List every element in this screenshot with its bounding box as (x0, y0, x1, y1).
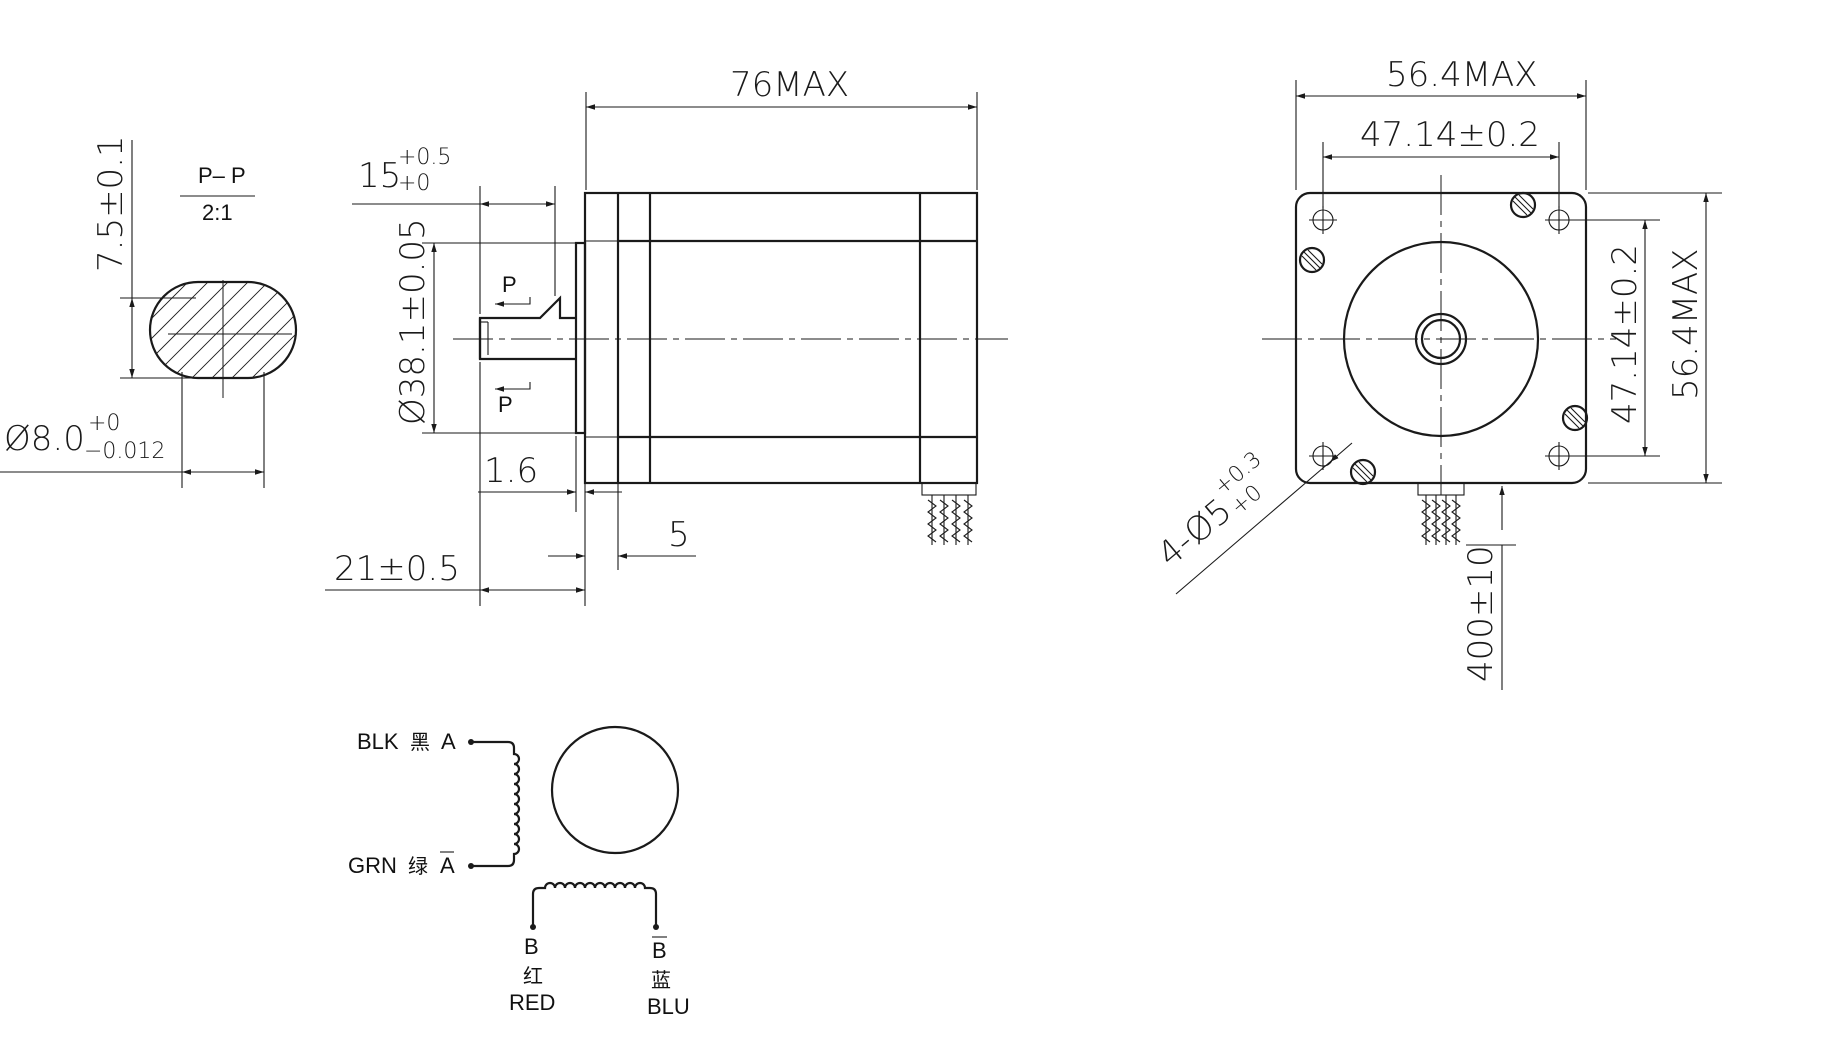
wire-b-minus-color: BLU (647, 994, 690, 1019)
wire-a-plus-phase: A (441, 729, 456, 754)
dim-pilot-depth: 1.6 (484, 451, 538, 491)
dim-flat-length: 15 (358, 156, 401, 196)
section-view-pp: P– P 2:1 7.5±0.1 Ø8.0 +0 (0, 135, 298, 488)
shaft-circle-outer (1414, 312, 1468, 366)
side-view: 76MAX 15 +0.5 +0 Ø38.1±0.05 P P 1.6 5 (325, 65, 1008, 606)
shaft-section-outline (148, 280, 298, 380)
screw-heads (1298, 191, 1589, 486)
wire-a-minus-cn: 绿 (408, 854, 428, 878)
coil-a (471, 740, 521, 868)
section-scale: 2:1 (202, 200, 233, 225)
dim-shaft-tol-upper: +0 (88, 411, 120, 436)
pilot-circle (1342, 240, 1540, 438)
dim-flange-width: 56.4MAX (1386, 55, 1538, 95)
dim-shaft-tol-lower: −0.012 (84, 439, 165, 464)
front-view: 56.4MAX 47.14±0.2 47.14±0.2 56.4MAX 4-Ø5… (1150, 55, 1722, 690)
dim-body-length: 76MAX (730, 65, 849, 105)
dim-hole-spacing-v: 47.14±0.2 (1605, 244, 1645, 424)
dim-hole-spacing-h: 47.14±0.2 (1360, 115, 1540, 155)
wire-b-minus-cn: 蓝 (651, 968, 671, 992)
coil-b (531, 881, 658, 927)
dim-flat-length-tol-upper: +0.5 (398, 145, 451, 170)
dim-flat-width: 7.5±0.1 (91, 135, 131, 272)
wire-b-plus-phase: B (524, 934, 539, 959)
wire-b-plus-color: RED (509, 990, 555, 1015)
section-mark-top: P (502, 272, 517, 297)
dim-mounting-holes: 4-Ø5 (1150, 491, 1239, 575)
dim-shaft-length: 21±0.5 (334, 549, 460, 589)
dim-lead-length: 400±10 (1461, 545, 1501, 682)
section-hatching (150, 282, 296, 378)
dim-flange-height: 56.4MAX (1666, 248, 1706, 400)
wire-a-plus-cn: 黑 (410, 730, 430, 754)
dim-flange-thickness: 5 (668, 515, 690, 555)
section-mark-bottom: P (498, 392, 513, 417)
lead-wires-side (921, 482, 977, 545)
wire-a-minus-phase: A (440, 853, 455, 878)
shaft-circle-inner (1420, 318, 1462, 360)
section-title: P– P (198, 163, 246, 188)
wiring-diagram: BLK 黑 A GRN 绿 A B 红 RED B 蓝 BLU (348, 725, 690, 1019)
wire-a-minus-color: GRN (348, 853, 397, 878)
dim-flat-length-tol-lower: +0 (398, 171, 430, 196)
dim-shaft-diameter: Ø8.0 (4, 419, 85, 459)
pilot-boss (574, 241, 587, 435)
wire-b-plus-cn: 红 (523, 964, 543, 988)
lead-wires-front (1417, 482, 1465, 545)
wire-a-plus-color: BLK (357, 729, 399, 754)
rotor-symbol (550, 725, 680, 855)
motor-body (583, 191, 979, 485)
shaft (478, 295, 576, 361)
dim-pilot-diameter: Ø38.1±0.05 (393, 218, 433, 425)
wire-b-minus-phase: B (652, 938, 667, 963)
